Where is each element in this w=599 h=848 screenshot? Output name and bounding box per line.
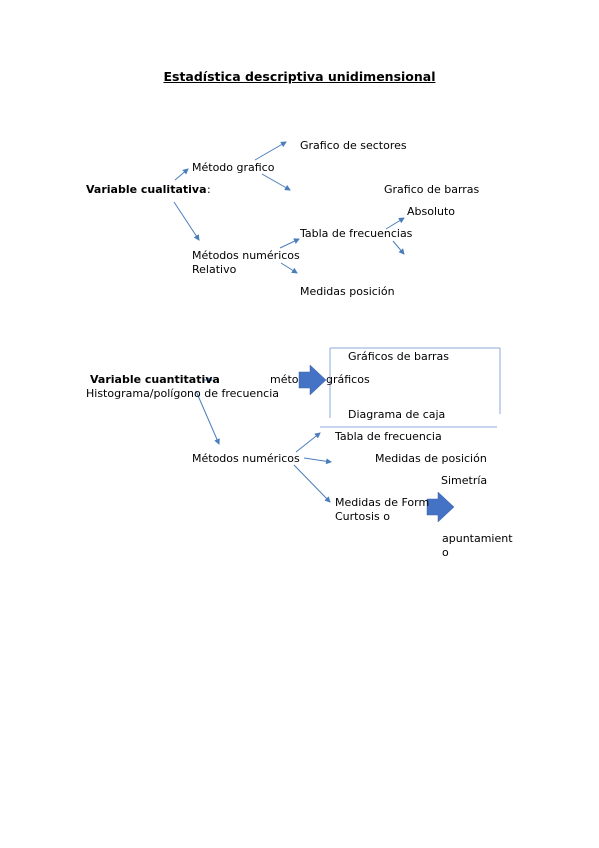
arrow-to-tabla-frecuencias xyxy=(279,238,300,249)
arrow-to-tabla-frecuencia xyxy=(295,432,321,453)
arrow-to-grafico-sectores xyxy=(254,141,287,161)
variable-cualitativa-heading: Variable cualitativa xyxy=(86,183,207,196)
metodos-graficos-label-a: méto xyxy=(270,373,299,386)
metodos-numericos-label: Métodos numéricos xyxy=(192,249,300,262)
arrow-to-metodo-grafico xyxy=(174,168,189,181)
arrow-to-metodos-numericos xyxy=(173,201,200,241)
diagrama-caja-label: Diagrama de caja xyxy=(348,408,446,421)
apuntamiento-label-2: o xyxy=(442,546,449,559)
grafico-barras-label: Grafico de barras xyxy=(384,183,480,196)
arrow-to-medidas-forma xyxy=(293,464,331,503)
medidas-forma-label: Medidas de Form xyxy=(335,496,430,509)
arrow-to-medidas-posicion xyxy=(280,262,298,274)
metodos-graficos-label-b: gráficos xyxy=(326,373,370,386)
graficos-barras-label: Gráficos de barras xyxy=(348,350,450,363)
relativo-label: Relativo xyxy=(192,263,237,276)
tabla-frecuencia-label: Tabla de frecuencia xyxy=(335,430,442,443)
arrow-to-medidas-posicion-2 xyxy=(303,457,332,465)
grafico-sectores-label: Grafico de sectores xyxy=(300,139,407,152)
absoluto-label: Absoluto xyxy=(407,205,456,218)
heading-colon: : xyxy=(207,183,211,196)
tabla-frecuencias-label: Tabla de frecuencias xyxy=(300,227,413,240)
arrow-to-absoluto xyxy=(385,217,405,230)
curtosis-label: Curtosis o xyxy=(335,510,390,523)
page-title: Estadística descriptiva unidimensional xyxy=(163,69,436,84)
metodos-numericos-label-2: Métodos numéricos xyxy=(192,452,300,465)
simetria-label: Simetría xyxy=(441,474,488,487)
medidas-posicion-label: Medidas posición xyxy=(300,285,395,298)
histograma-label: Histograma/polígono de frecuencia xyxy=(86,387,280,400)
block-arrow-graficos xyxy=(298,364,327,396)
metodo-grafico-label: Método grafico xyxy=(192,161,275,174)
medidas-posicion-label-2: Medidas de posición xyxy=(375,452,487,465)
graficos-box xyxy=(320,347,501,428)
variable-cuantitativa-heading: Variable cuantitativa xyxy=(90,373,220,386)
apuntamiento-label-1: apuntamient xyxy=(442,532,513,545)
block-arrow-forma xyxy=(426,491,455,523)
arrow-to-grafico-barras xyxy=(261,173,291,191)
arrow-to-relativo xyxy=(392,240,405,255)
arrow-to-metodos-numericos-2 xyxy=(195,390,220,445)
